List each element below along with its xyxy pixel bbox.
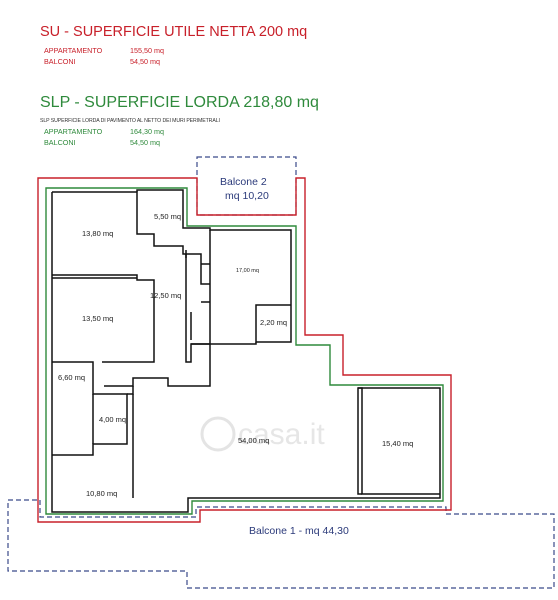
- balcony-2-area: mq 10,20: [225, 190, 269, 202]
- su-apartment-label: APPARTAMENTO: [44, 46, 103, 55]
- room-j-label: 15,40 mq: [382, 439, 413, 448]
- slp-note: SLP SUPERFICIE LORDA DI PAVIMENTO AL NET…: [40, 118, 220, 124]
- slp-outline: [37, 177, 452, 523]
- slp-title: SLP - SUPERFICIE LORDA 218,80 mq: [40, 94, 319, 111]
- watermark-text: casa.it: [238, 418, 325, 451]
- su-outline: [45, 187, 444, 515]
- interior-walls: [51, 189, 441, 513]
- slp-apartment-value: 164,30 mq: [130, 127, 164, 136]
- room-a-label: 13,80 mq: [82, 229, 113, 238]
- balcony-1-outline: [7, 499, 555, 589]
- room-b-label: 5,50 mq: [154, 212, 181, 221]
- room-c-label: 17,00 mq: [236, 268, 259, 274]
- su-balconies-value: 54,50 mq: [130, 57, 160, 66]
- room-g-label: 6,60 mq: [58, 373, 85, 382]
- su-title: SU - SUPERFICIE UTILE NETTA 200 mq: [40, 24, 308, 40]
- slp-balconies-value: 54,50 mq: [130, 138, 160, 147]
- room-i-label: 54,00 mq: [238, 436, 269, 445]
- room-f-label: 2,20 mq: [260, 318, 287, 327]
- balcony-1-label: Balcone 1 - mq 44,30: [249, 525, 349, 537]
- room-d-label: 12,50 mq: [150, 291, 181, 300]
- slp-apartment-label: APPARTAMENTO: [44, 127, 103, 136]
- room-k-label: 10,80 mq: [86, 489, 117, 498]
- su-apartment-value: 155,50 mq: [130, 46, 164, 55]
- watermark: casa.it: [200, 416, 325, 452]
- balcony-2-label: Balcone 2: [220, 176, 267, 188]
- room-h-label: 4,00 mq: [99, 415, 126, 424]
- slp-balconies-label: BALCONI: [44, 138, 76, 147]
- room-e-label: 13,50 mq: [82, 314, 113, 323]
- su-balconies-label: BALCONI: [44, 57, 76, 66]
- header: SU - SUPERFICIE UTILE NETTA 200 mq APPAR…: [0, 0, 558, 160]
